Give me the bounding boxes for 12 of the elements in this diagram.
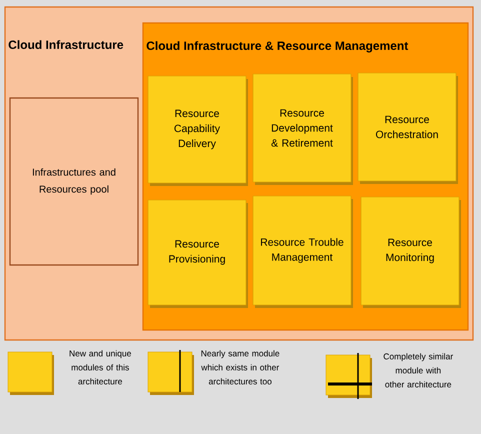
- module-box: Resource Trouble Management: [252, 196, 352, 306]
- module-box: Resource Development & Retirement: [252, 74, 352, 182]
- module-box: Resource Monitoring: [360, 196, 460, 306]
- heading: Cloud Infrastructure & Resource Management: [146, 41, 408, 52]
- legend-text: Nearly same module which exists in other architectures too: [201, 350, 280, 384]
- heading: Cloud Infrastructure: [8, 40, 124, 49]
- legend-text: Completely similar module with other architecture: [384, 353, 453, 388]
- module-box: Resource Provisioning: [148, 200, 246, 306]
- legend-text: New and unique modules of this architecture: [70, 350, 131, 384]
- pool-box: Infrastructures and Resources pool: [9, 97, 139, 266]
- module-box: Resource Capability Delivery: [148, 76, 246, 184]
- module-box: Resource Orchestration: [358, 72, 456, 182]
